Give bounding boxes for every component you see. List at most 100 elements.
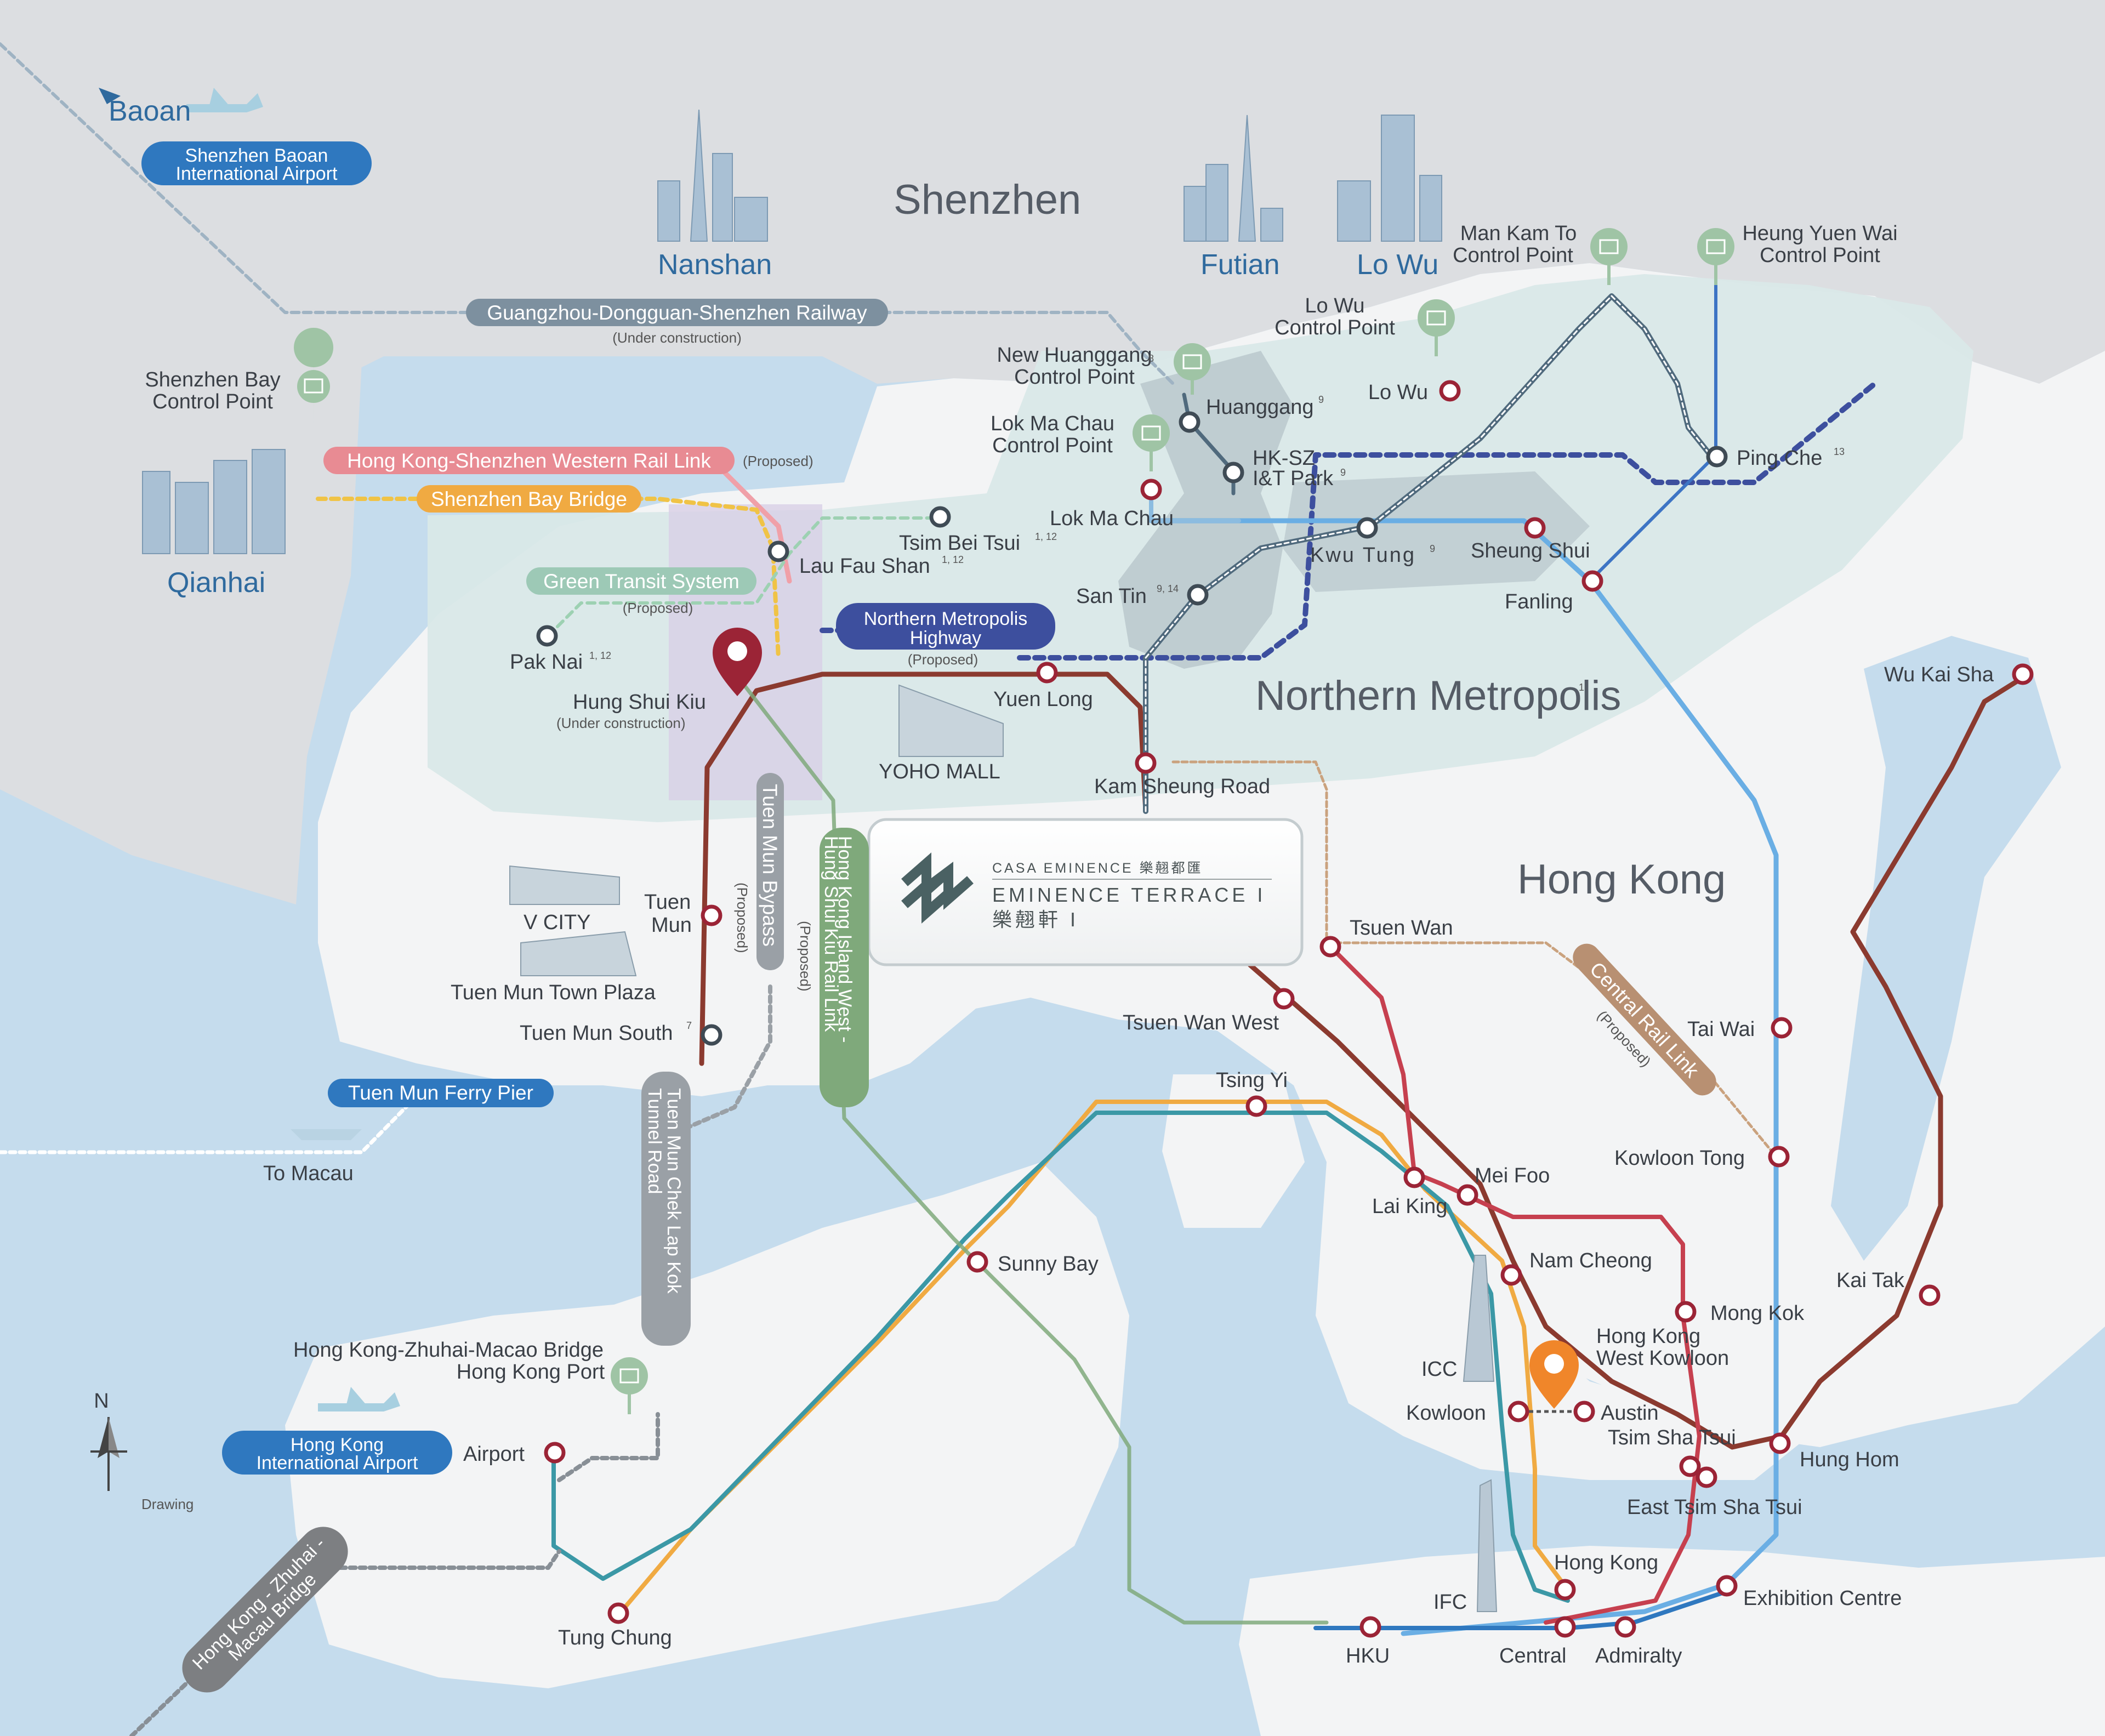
station-kowloon-tong-node[interactable] (1768, 1146, 1790, 1168)
svg-text:Control Point: Control Point (152, 390, 273, 413)
station-sunny-bay-node[interactable] (966, 1251, 988, 1273)
tolo-harbour-water (1831, 636, 2061, 1261)
station-pak-nai-node[interactable] (536, 625, 558, 647)
tung-chung-line (615, 1100, 1570, 1619)
station-tsuen-wan-west-node[interactable] (1273, 988, 1295, 1010)
station-nam-cheong-node[interactable] (1500, 1264, 1522, 1286)
station-lo-wu-node[interactable] (1439, 380, 1461, 402)
brand-line3: 樂翹軒 I (992, 908, 1079, 931)
svg-text:Tsim Sha Tsui: Tsim Sha Tsui (1608, 1426, 1736, 1449)
station-tung-chung-node[interactable] (607, 1602, 629, 1624)
svg-text:Pak Nai: Pak Nai (510, 651, 583, 674)
svg-text:Hong Kong-Shenzhen Western Rai: Hong Kong-Shenzhen Western Rail Link (347, 449, 711, 472)
station-lau-fau-shan-node[interactable] (767, 540, 789, 562)
station-lok-ma-chau-node[interactable] (1140, 479, 1162, 500)
station-ping-che-node[interactable] (1706, 446, 1728, 468)
station-sheung-shui-node[interactable] (1524, 517, 1546, 539)
yoho-mall-icon (898, 684, 1004, 757)
svg-text:1: 1 (1579, 682, 1584, 693)
pill-hki-west: Hong Kong Island West - Hung Shui Kiu Ra… (797, 828, 869, 1107)
station-san-tin-node[interactable] (1187, 584, 1209, 606)
station-tuen-mun-node[interactable] (701, 904, 722, 926)
svg-text:9, 14: 9, 14 (1157, 583, 1179, 594)
svg-text:Mei Foo: Mei Foo (1475, 1164, 1550, 1187)
svg-text:I&T Park: I&T Park (1253, 467, 1334, 490)
svg-text:Nam Cheong: Nam Cheong (1529, 1249, 1652, 1272)
svg-text:1, 12: 1, 12 (1035, 531, 1057, 542)
station-admiralty-node[interactable] (1614, 1616, 1636, 1638)
project-location-marker (1529, 1340, 1579, 1409)
drawing-note: Drawing (141, 1496, 194, 1512)
station-mei-foo-node[interactable] (1457, 1184, 1478, 1206)
control-point-labels: Shenzhen Bay Control Point New Huanggang… (145, 222, 1897, 1384)
station-tai-wai-node[interactable] (1771, 1017, 1793, 1039)
station-kowloon-node[interactable] (1507, 1401, 1529, 1422)
region-baoan: Baoan (109, 95, 191, 127)
station-east-tsim-sha-tsui-node[interactable] (1696, 1466, 1717, 1488)
station-kwu-tung-node[interactable] (1356, 517, 1378, 539)
green-transit-line (547, 516, 939, 638)
station-kam-sheung-road-node[interactable] (1135, 752, 1157, 774)
control-point-icons (294, 228, 1734, 1414)
pill-gds-railway: Guangzhou-Dongguan-Shenzhen Railway (Und… (466, 299, 888, 346)
station-hku-node[interactable] (1359, 1616, 1381, 1638)
station-tsuen-wan-node[interactable] (1319, 936, 1341, 958)
station-mong-kok-node[interactable] (1675, 1301, 1697, 1323)
svg-text:(Proposed): (Proposed) (743, 453, 813, 469)
svg-text:7: 7 (686, 1020, 692, 1031)
station-yuen-long-node[interactable] (1036, 662, 1058, 684)
ifc-tower-icon (1476, 1479, 1498, 1612)
station-lai-king-node[interactable] (1403, 1166, 1425, 1188)
station-labels: Lo Wu Huanggang 9 HK-SZ I&T Park 9 Ping … (463, 381, 1994, 1667)
station-hong-kong-node[interactable] (1554, 1579, 1576, 1601)
svg-text:Hong Kong: Hong Kong (1554, 1551, 1658, 1574)
svg-text:Exhibition Centre: Exhibition Centre (1743, 1587, 1902, 1610)
station-tsim-bei-tsui-node[interactable] (929, 506, 951, 528)
svg-text:Admiralty: Admiralty (1595, 1644, 1682, 1667)
svg-text:Hung Shui Kiu: Hung Shui Kiu (573, 691, 706, 714)
svg-text:Sheung Shui: Sheung Shui (1471, 539, 1590, 562)
pill-green-transit: Green Transit System (Proposed) (526, 567, 756, 616)
svg-text:New Huanggang: New Huanggang (997, 344, 1152, 367)
ferry-icon (291, 1129, 362, 1140)
svg-text:Control Point: Control Point (1760, 244, 1880, 267)
svg-text:Lau Fau Shan: Lau Fau Shan (799, 555, 930, 578)
svg-text:(Proposed): (Proposed) (908, 651, 978, 668)
tuen-mun-bypass-line (656, 984, 772, 1142)
station-hung-hom-node[interactable] (1769, 1432, 1791, 1454)
svg-text:Tsuen Wan West: Tsuen Wan West (1123, 1011, 1279, 1034)
landmark-labels: YOHO MALL V CITY Tuen Mun Town Plaza ICC… (263, 760, 1467, 1614)
baoan-arrow-icon (99, 88, 121, 104)
svg-text:Yuen Long: Yuen Long (993, 688, 1093, 711)
station-austin-node[interactable] (1573, 1401, 1595, 1422)
svg-text:(Under construction): (Under construction) (612, 329, 742, 346)
svg-text:Hong Kong Port: Hong Kong Port (457, 1361, 605, 1384)
station-exhibition-centre-node[interactable] (1716, 1575, 1738, 1597)
pill-baoan-airport: Shenzhen Baoan International Airport (141, 141, 372, 185)
svg-text:Green Transit System: Green Transit System (543, 570, 739, 593)
station-tsing-yi-node[interactable] (1245, 1095, 1267, 1117)
station-central-node[interactable] (1554, 1616, 1576, 1638)
svg-text:Man Kam To: Man Kam To (1460, 222, 1577, 245)
rail-lines (0, 42, 2031, 1736)
station-wu-kai-sha-node[interactable] (2012, 663, 2034, 685)
svg-text:YOHO MALL: YOHO MALL (879, 760, 1000, 783)
station-tsim-sha-tsui-node[interactable] (1679, 1455, 1701, 1477)
station-kai-tak-node[interactable] (1919, 1284, 1941, 1306)
svg-text:IFC: IFC (1433, 1591, 1467, 1614)
svg-text:Tuen Mun South: Tuen Mun South (520, 1022, 673, 1045)
svg-text:9: 9 (1430, 543, 1435, 554)
svg-text:Highway: Highway (910, 628, 981, 648)
island-line (1313, 1587, 1734, 1630)
station-fanling-node[interactable] (1581, 570, 1603, 592)
station-tuen-mun-south-node[interactable] (701, 1024, 722, 1046)
svg-text:13: 13 (1834, 446, 1845, 457)
station-airport-node[interactable] (544, 1442, 566, 1464)
svg-text:Kwu Tung: Kwu Tung (1310, 544, 1416, 567)
station-hk-sz-node[interactable] (1222, 462, 1244, 483)
svg-text:Lok Ma Chau: Lok Ma Chau (1050, 507, 1174, 530)
pill-tuen-mun-bypass: Tuen Mun Bypass (Proposed) (734, 773, 784, 970)
station-huanggang-node[interactable] (1179, 411, 1201, 433)
svg-text:Tsuen Wan: Tsuen Wan (1350, 917, 1453, 940)
